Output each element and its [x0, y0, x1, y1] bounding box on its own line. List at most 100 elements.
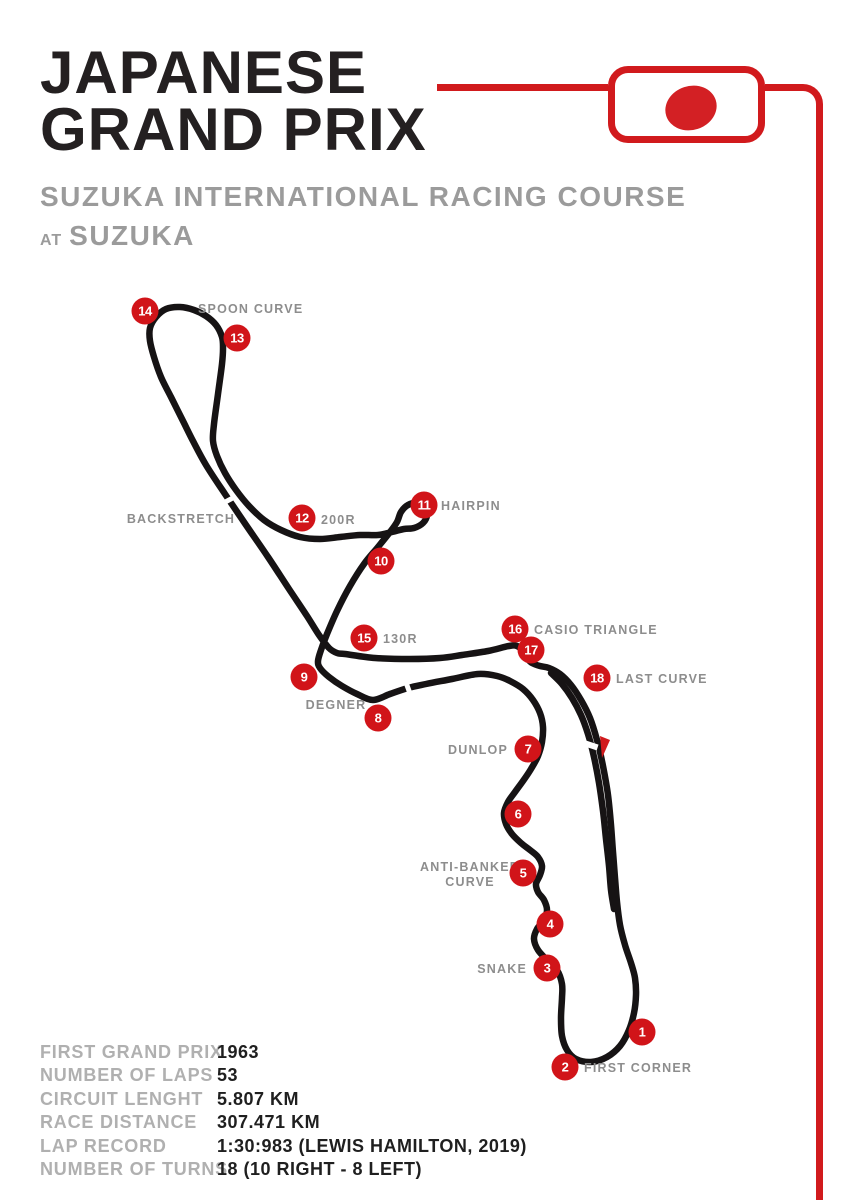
stat-label: NUMBER OF LAPS	[40, 1065, 214, 1086]
turn-circle-2	[551, 1053, 579, 1081]
sector-marker	[221, 494, 237, 506]
track-outline	[146, 303, 640, 1066]
turn-circle-14	[131, 297, 159, 325]
turn-circle-6	[504, 800, 532, 828]
corner-label-casio-triangle: CASIO TRIANGLE	[534, 623, 658, 637]
stat-value: 5.807 KM	[217, 1088, 300, 1109]
turn-circle-16	[501, 615, 529, 643]
start-finish-marker	[600, 736, 610, 758]
corner-label-hairpin: HAIRPIN	[441, 499, 501, 513]
turn-number-18: 18	[590, 671, 604, 686]
turn-number-4: 4	[547, 917, 555, 932]
stat-label: FIRST GRAND PRIX	[40, 1042, 223, 1062]
turn-marker-6: 6	[504, 800, 532, 828]
turn-marker-7: 7	[514, 735, 542, 763]
turn-marker-2: 2	[551, 1053, 579, 1081]
turn-number-3: 3	[544, 961, 551, 976]
corner-label-first-corner: FIRST CORNER	[584, 1061, 692, 1075]
turn-number-7: 7	[525, 742, 532, 757]
stat-value: 1963	[217, 1042, 260, 1062]
corner-label-last-curve: LAST CURVE	[616, 672, 708, 686]
title-line-1: JAPANESE	[40, 39, 367, 106]
stat-label: CIRCUIT LENGHT	[40, 1088, 204, 1109]
turn-circle-1	[628, 1018, 656, 1046]
corner-label-200r: 200R	[321, 513, 356, 527]
turn-circle-8	[364, 704, 392, 732]
corner-label-backstretch: BACKSTRETCH	[127, 512, 235, 526]
corner-label-anti-banked-curve-1: ANTI-BANKED	[420, 860, 520, 874]
poster-frame-line	[765, 84, 823, 1200]
stat-value: 307.471 KM	[217, 1112, 321, 1133]
stat-row: RACE DISTANCE 307.471 KM	[40, 1111, 527, 1134]
turn-marker-4: 4	[536, 910, 564, 938]
turn-number-10: 10	[374, 554, 388, 569]
stat-value: 1:30:983 (LEWIS HAMILTON, 2019)	[217, 1135, 527, 1156]
turn-number-8: 8	[375, 711, 382, 726]
turn-circle-10	[367, 547, 395, 575]
turn-circle-3	[533, 954, 561, 982]
main-straight-line	[547, 669, 618, 913]
turn-number-14: 14	[138, 304, 153, 319]
corner-label-snake: SNAKE	[477, 962, 527, 976]
location-line: AT SUZUKA	[40, 220, 195, 252]
turn-number-15: 15	[357, 631, 371, 646]
corner-label-dunlop: DUNLOP	[448, 743, 508, 757]
corner-label-anti-banked-curve-2: CURVE	[445, 875, 495, 889]
turn-circle-18	[583, 664, 611, 692]
turn-circle-7	[514, 735, 542, 763]
turn-circle-5	[509, 859, 537, 887]
turn-marker-16: 16	[501, 615, 529, 643]
turn-marker-9: 9	[290, 663, 318, 691]
stat-label: RACE DISTANCE	[40, 1112, 198, 1133]
corner-label-degner: DEGNER	[306, 698, 367, 712]
stat-row: CIRCUIT LENGHT 5.807 KM	[40, 1088, 527, 1111]
turn-circle-12	[288, 504, 316, 532]
turn-marker-10: 10	[367, 547, 395, 575]
start-finish-gap	[581, 739, 599, 751]
turn-circle-9	[290, 663, 318, 691]
turn-circle-17	[517, 636, 545, 664]
stat-label: NUMBER OF TURNS	[40, 1159, 228, 1180]
turn-number-9: 9	[301, 670, 308, 685]
turn-marker-11: 11	[410, 491, 438, 519]
circuit-subtitle: SUZUKA INTERNATIONAL RACING COURSE	[40, 181, 687, 212]
turn-circle-4	[536, 910, 564, 938]
turn-number-12: 12	[295, 511, 309, 526]
page-title: JAPANESE GRAND PRIX	[40, 39, 427, 163]
japan-flag-icon	[608, 66, 765, 143]
turn-marker-14: 14	[131, 297, 159, 325]
turn-marker-8: 8	[364, 704, 392, 732]
turn-circle-11	[410, 491, 438, 519]
turn-marker-15: 15	[350, 624, 378, 652]
turn-marker-18: 18	[583, 664, 611, 692]
stat-row: LAP RECORD 1:30:983 (LEWIS HAMILTON, 2019…	[40, 1135, 527, 1158]
stat-value: 18 (10 RIGHT - 8 LEFT)	[217, 1159, 423, 1180]
corner-label-spoon-curve: SPOON CURVE	[198, 302, 303, 316]
turn-number-13: 13	[230, 331, 244, 346]
title-line-2: GRAND PRIX	[40, 96, 427, 163]
turn-circle-13	[223, 324, 251, 352]
turn-marker-13: 13	[223, 324, 251, 352]
stat-value: 53	[217, 1065, 239, 1086]
turn-marker-17: 17	[517, 636, 545, 664]
corner-labels: SPOON CURVE BACKSTRETCH 200R HAIRPIN 130R CAS…	[127, 302, 708, 1075]
turn-number-6: 6	[515, 807, 522, 822]
corner-label-130r: 130R	[383, 632, 418, 646]
turn-number-5: 5	[520, 866, 527, 881]
turn-marker-12: 12	[288, 504, 316, 532]
stat-label: LAP RECORD	[40, 1135, 167, 1156]
turn-circle-15	[350, 624, 378, 652]
at-prefix: AT	[40, 232, 63, 249]
turn-marker-1: 1	[628, 1018, 656, 1046]
turn-marker-5: 5	[509, 859, 537, 887]
turn-number-16: 16	[508, 622, 522, 637]
turn-marker-3: 3	[533, 954, 561, 982]
sector-marker	[403, 680, 413, 696]
